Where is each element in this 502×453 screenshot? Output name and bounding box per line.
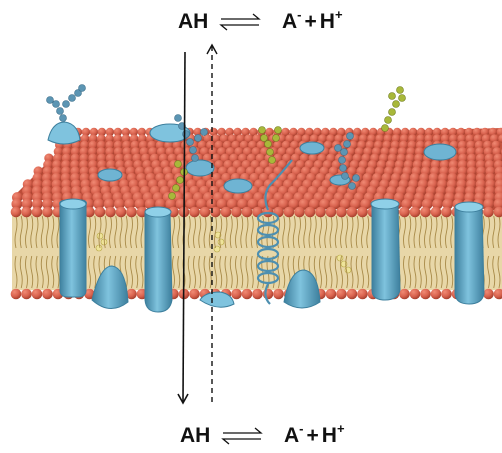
phospholipid-head (326, 289, 337, 300)
phospholipid-head (294, 207, 305, 218)
phospholipid-head (315, 207, 326, 218)
phospholipid-head (231, 207, 242, 218)
phospholipid-head (399, 289, 410, 300)
transmembrane-protein (455, 202, 484, 304)
phospholipid-head (273, 289, 284, 300)
phospholipid-head (95, 207, 106, 218)
phospholipid-head (21, 207, 32, 218)
equation-bottom-h: H (322, 424, 337, 447)
phospholipid-head (42, 207, 53, 218)
phospholipid-head (273, 207, 284, 218)
phospholipid-head (483, 289, 494, 300)
phospholipid-head (11, 289, 22, 300)
transmembrane-protein (60, 199, 87, 297)
phospholipid-head (483, 207, 494, 218)
svg-text:A-+H+: A-+H+ (284, 421, 345, 447)
phospholipid-head (357, 207, 368, 218)
phospholipid-head (42, 289, 53, 300)
phospholipid-head (200, 207, 211, 218)
phospholipid-head (420, 289, 431, 300)
phospholipid-head (252, 207, 263, 218)
phospholipid-head (252, 289, 263, 300)
transmembrane-protein (371, 199, 400, 300)
phospholipid-head (105, 207, 116, 218)
phospholipid-head (431, 289, 442, 300)
phospholipid-head (441, 207, 452, 218)
phospholipid-head (21, 289, 32, 300)
equation-bottom-ah: AH (180, 424, 210, 447)
phospholipid-head (399, 207, 410, 218)
phospholipid-head (347, 207, 358, 218)
glycan-chain-blue (47, 85, 86, 122)
transmembrane-protein (145, 207, 172, 312)
phospholipid-head (284, 207, 295, 218)
phospholipid-head (189, 207, 200, 218)
equation-bottom-plus: + (307, 424, 319, 447)
equation-bottom: AH A-+H+ (0, 413, 502, 453)
equilibrium-arrows-icon (223, 428, 261, 444)
phospholipid-head (126, 207, 137, 218)
phospholipid-head (116, 207, 127, 218)
phospholipid-head (336, 289, 347, 300)
equation-bottom-a: A (284, 424, 299, 447)
phospholipid-head (242, 289, 253, 300)
phospholipid-heads-top (11, 128, 502, 210)
equation-bottom-h-charge: + (337, 421, 345, 436)
phospholipid-head (221, 207, 232, 218)
phospholipid-head (11, 207, 22, 218)
phospholipid-head (189, 289, 200, 300)
phospholipid-head (263, 289, 274, 300)
phospholipid-head (32, 289, 43, 300)
phospholipid-head (242, 207, 253, 218)
phospholipid-head (336, 207, 347, 218)
phospholipid-head (347, 289, 358, 300)
glycan-chain-green (382, 87, 406, 132)
phospholipid-head (305, 207, 316, 218)
phospholipid-head (357, 289, 368, 300)
phospholipid-head (441, 289, 452, 300)
equation-bottom-a-charge: - (299, 421, 303, 436)
phospholipid-head (410, 207, 421, 218)
phospholipid-head (231, 289, 242, 300)
phospholipid-head (420, 207, 431, 218)
phospholipid-head (431, 207, 442, 218)
phospholipid-head (32, 207, 43, 218)
phospholipid-head (410, 289, 421, 300)
phospholipid-head (494, 289, 502, 300)
phospholipid-head (326, 207, 337, 218)
